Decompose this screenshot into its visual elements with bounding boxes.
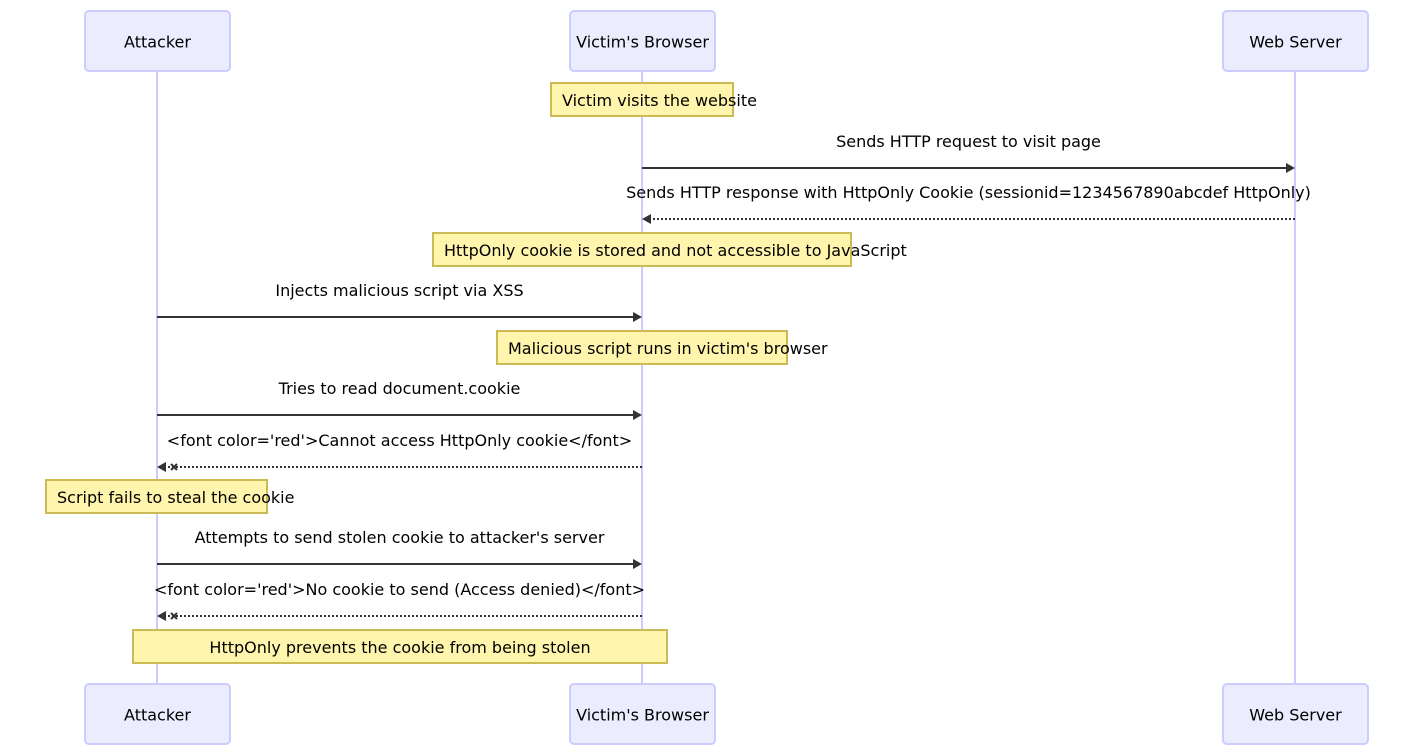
actor-label: Victim's Browser <box>576 706 709 725</box>
note-note-httponly-prevents: HttpOnly prevents the cookie from being … <box>132 629 668 664</box>
message-label: Sends HTTP request to visit page <box>836 132 1101 151</box>
note-label: HttpOnly prevents the cookie from being … <box>209 638 590 657</box>
actor-box-rect <box>569 683 716 745</box>
message-msg-send-stolen-cookie: Attempts to send stolen cookie to attack… <box>157 528 642 569</box>
actor-label: Web Server <box>1249 706 1342 725</box>
note-note-script-fails: Script fails to steal the cookie <box>45 479 294 514</box>
note-note-victim-visits: Victim visits the website <box>550 82 757 117</box>
actor-box-rect <box>1222 10 1369 72</box>
message-cross-icon <box>170 612 178 620</box>
actor-box-top-2[interactable]: Web Server <box>1222 10 1369 72</box>
actor-box-bottom-4[interactable]: Victim's Browser <box>569 683 716 745</box>
message-msg-no-cookie: <font color='red'>No cookie to send (Acc… <box>154 580 645 621</box>
actor-box-bottom-5[interactable]: Web Server <box>1222 683 1369 745</box>
actor-box-rect <box>569 10 716 72</box>
actor-box-rect <box>1222 683 1369 745</box>
actor-box-bottom-3[interactable]: Attacker <box>84 683 231 745</box>
message-label: <font color='red'>Cannot access HttpOnly… <box>167 431 632 450</box>
lifelines-group <box>156 71 1296 684</box>
note-rect <box>550 82 734 117</box>
message-arrowhead <box>633 559 642 569</box>
note-label: HttpOnly cookie is stored and not access… <box>444 241 907 260</box>
message-label: Injects malicious script via XSS <box>275 281 523 300</box>
message-label: Tries to read document.cookie <box>278 379 521 398</box>
message-arrowhead <box>633 312 642 322</box>
message-msg-inject-xss: Injects malicious script via XSS <box>157 281 642 322</box>
note-rect <box>45 479 268 514</box>
note-rect <box>496 330 788 365</box>
note-label: Victim visits the website <box>562 91 757 110</box>
actor-box-rect <box>84 683 231 745</box>
message-msg-http-request: Sends HTTP request to visit page <box>642 132 1295 173</box>
actor-box-top-0[interactable]: Attacker <box>84 10 231 72</box>
actor-label: Victim's Browser <box>576 33 709 52</box>
message-arrowhead <box>642 214 651 224</box>
message-label: Sends HTTP response with HttpOnly Cookie… <box>626 183 1311 202</box>
message-arrowhead <box>157 611 166 621</box>
message-arrowhead <box>633 410 642 420</box>
message-arrowhead <box>1286 163 1295 173</box>
actor-label: Attacker <box>124 33 191 52</box>
note-label: Malicious script runs in victim's browse… <box>508 339 828 358</box>
note-note-httponly-stored: HttpOnly cookie is stored and not access… <box>432 232 907 267</box>
message-label: <font color='red'>No cookie to send (Acc… <box>154 580 645 599</box>
actor-label: Web Server <box>1249 33 1342 52</box>
message-cross-icon <box>170 463 178 471</box>
message-msg-http-response: Sends HTTP response with HttpOnly Cookie… <box>626 183 1311 224</box>
note-rect <box>432 232 852 267</box>
actor-box-top-1[interactable]: Victim's Browser <box>569 10 716 72</box>
note-label: Script fails to steal the cookie <box>57 488 294 507</box>
actor-box-rect <box>84 10 231 72</box>
message-arrowhead <box>157 462 166 472</box>
actor-label: Attacker <box>124 706 191 725</box>
message-label: Attempts to send stolen cookie to attack… <box>195 528 605 547</box>
note-rect <box>132 629 668 664</box>
note-note-malicious-runs: Malicious script runs in victim's browse… <box>496 330 828 365</box>
message-msg-cannot-access: <font color='red'>Cannot access HttpOnly… <box>157 431 642 472</box>
message-msg-read-cookie: Tries to read document.cookie <box>157 379 642 420</box>
